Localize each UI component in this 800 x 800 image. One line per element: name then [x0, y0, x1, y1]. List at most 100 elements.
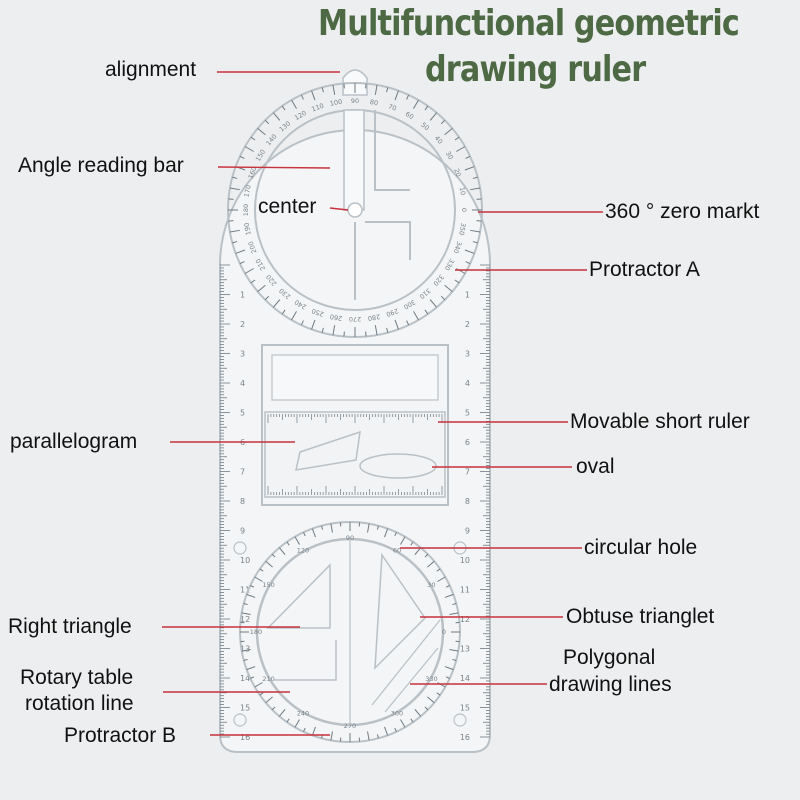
protractor-a-tick — [239, 261, 245, 265]
protractor-a-number: 290 — [385, 307, 399, 319]
protractor-b-tick — [424, 706, 429, 711]
left-ruler-number: 8 — [240, 497, 245, 506]
protractor-a-tick — [300, 94, 304, 100]
protractor-b-tick — [449, 649, 459, 652]
label-circular-hole: circular hole — [584, 536, 698, 559]
protractor-a-number: 50 — [419, 121, 430, 132]
protractor-a-number: 20 — [452, 167, 462, 178]
protractor-a-tick — [472, 241, 478, 244]
label-right-triangle: Right triangle — [8, 615, 132, 638]
label-movable-short-ruler: Movable short ruler — [570, 410, 750, 433]
protractor-a-tick — [332, 325, 336, 336]
right-ruler-number: 1 — [465, 291, 470, 300]
right-ruler-number: 16 — [460, 733, 470, 742]
title-line-1: Multifunctional geometric — [318, 3, 740, 44]
protractor-b-number: 270 — [344, 722, 356, 730]
right-ruler-number: 5 — [465, 409, 470, 418]
protractor-a-tick — [444, 284, 453, 293]
protractor-b-tick — [394, 532, 397, 537]
protractor-a-tick — [244, 268, 254, 274]
protractor-b-tick — [254, 682, 263, 688]
protractor-b-tick — [449, 612, 459, 615]
protractor-b-tick — [286, 541, 290, 546]
right-ruler-number: 11 — [460, 586, 470, 595]
label-angle-reading-bar: Angle reading bar — [18, 154, 184, 177]
protractor-b-tick — [444, 666, 454, 671]
left-ruler-number: 1 — [240, 291, 245, 300]
right-ruler-number: 2 — [465, 320, 470, 329]
protractor-b-tick — [436, 568, 441, 572]
right-ruler-number: 7 — [465, 468, 470, 477]
protractor-a-number: 100 — [329, 98, 343, 108]
protractor-a-tick — [454, 279, 460, 284]
left-ruler-number: 5 — [240, 409, 245, 418]
protractor-a-number: 110 — [311, 102, 325, 114]
label-polygonal-line1: Polygonal — [563, 646, 656, 669]
protractor-b-tick — [400, 536, 406, 545]
protractor-a-tick — [311, 319, 316, 330]
right-triangle-cutout — [266, 563, 331, 629]
left-ruler-number: 7 — [240, 468, 245, 477]
right-ruler-number: 4 — [465, 379, 470, 388]
protractor-a-tick — [232, 176, 238, 179]
parallelogram-cutout — [295, 430, 361, 471]
protractor-a-tick — [311, 90, 316, 101]
protractor-a-number: 190 — [243, 222, 253, 236]
protractor-a-arm-upper — [374, 110, 410, 191]
protractor-b-number: 150 — [262, 581, 274, 589]
protractor-a-tick — [464, 249, 475, 254]
protractor-a-number: 160 — [247, 166, 259, 180]
protractor-a-tick — [257, 127, 266, 136]
protractor-b-number: 60 — [393, 547, 401, 555]
label-oval: oval — [576, 455, 615, 478]
protractor-b-tick — [330, 523, 333, 533]
protractor-b-tick — [410, 541, 414, 546]
protractor-a-tick — [374, 325, 378, 336]
right-ruler-number: 6 — [465, 438, 470, 447]
label-protractor-a: Protractor A — [589, 258, 700, 281]
protractor-a-tick — [264, 295, 270, 301]
middle-window — [261, 344, 449, 506]
protractor-b-number: 180 — [250, 628, 262, 636]
protractor-b-tick — [311, 726, 316, 736]
label-alignment: alignment — [105, 58, 197, 81]
polygonal-drawing-line — [384, 647, 439, 713]
protractor-a-tick — [456, 146, 466, 152]
protractor-b-tick — [303, 532, 306, 537]
protractor-b-tick — [241, 612, 251, 615]
protractor-a-number: 200 — [247, 240, 259, 254]
protractor-b-tick — [250, 585, 255, 588]
right-ruler-number: 14 — [460, 674, 470, 683]
left-ruler-number: 13 — [240, 645, 250, 654]
protractor-a-arm-lower — [354, 221, 411, 300]
protractor-a-tick — [272, 112, 281, 121]
left-ruler-number: 12 — [240, 615, 250, 624]
polygonal-drawing-line — [371, 619, 441, 706]
protractor-b-tick — [254, 576, 263, 582]
protractor-b-number: 30 — [427, 581, 435, 589]
protractor-a-number: 120 — [293, 109, 308, 122]
protractor-b-tick — [278, 709, 286, 717]
protractor-a-number: 80 — [369, 98, 379, 107]
protractor-b-tick — [271, 706, 276, 711]
protractor-b-tick — [376, 525, 379, 530]
label-parallelogram: parallelogram — [10, 430, 138, 453]
label-rotary-line1: Rotary table — [20, 666, 134, 689]
protractor-a-number: 350 — [457, 222, 467, 236]
protractor-b-tick — [384, 726, 389, 736]
protractor-b-tick — [311, 528, 316, 538]
protractor-a-tick — [386, 327, 389, 333]
label-polygonal-line2: drawing lines — [549, 673, 672, 696]
protractor-b-tick — [243, 603, 248, 606]
right-ruler-number: 15 — [460, 704, 470, 713]
protractor-a-number: 70 — [387, 102, 398, 112]
corner-notch — [233, 713, 247, 727]
protractor-a-number: 140 — [264, 133, 278, 148]
protractor-b-tick — [294, 719, 300, 728]
protractor-a-number: 30 — [444, 150, 455, 161]
protractor-a-tick — [281, 309, 286, 315]
protractor-a-number: 0 — [460, 208, 468, 212]
protractor-a-tick — [406, 94, 410, 100]
protractor-b-tick — [294, 536, 300, 545]
protractor-b-tick — [424, 553, 429, 558]
